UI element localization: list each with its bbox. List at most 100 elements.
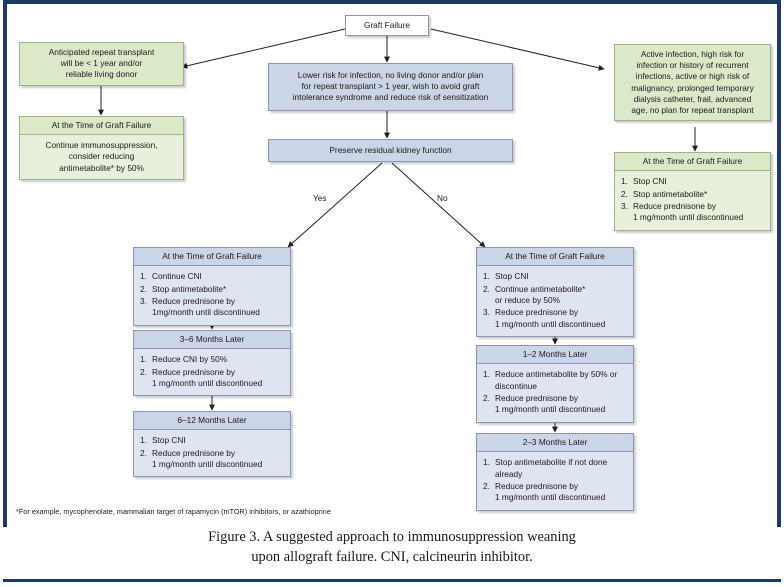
frame-border-right (777, 0, 781, 527)
step-text: Stop antimetabolite* (633, 188, 708, 199)
step-number: 1. (140, 354, 147, 365)
step-text-continued: 1 mg/month until discontinued (152, 459, 263, 470)
step-list: 1. Stop CNI 2. Continue antimetabolite*or r… (483, 271, 627, 330)
node-left-action-header: At the Time of Graft Failure (20, 117, 183, 136)
node-yes-followup-1-header: 3–6 Months Later (134, 331, 290, 350)
text-line: for repeat transplant > 1 year, wish to … (301, 81, 480, 92)
text-line: dialysis catheter, frail, advanced (633, 93, 752, 104)
text-line: Lower risk for infection, no living dono… (297, 70, 484, 80)
step-text: Stop CNI (152, 435, 186, 446)
flowchart-canvas: Graft Failure Anticipated repeat transpl… (7, 4, 777, 523)
node-yes-action-header: At the Time of Graft Failure (134, 248, 290, 267)
step-item: 1. Stop CNI (483, 271, 627, 282)
node-graft-failure[interactable]: Graft Failure (345, 15, 429, 37)
step-text-continued: discontinue (495, 380, 537, 391)
node-left-condition[interactable]: Anticipated repeat transplant will be < … (19, 42, 184, 86)
node-right-condition-text: Active infection, high risk for infectio… (615, 45, 770, 120)
step-text-continued: 1 mg/month until discontinued (633, 212, 744, 223)
step-text: Reduce prednisone by (152, 447, 236, 458)
node-left-action-body: Continue immunosuppression, consider red… (20, 135, 183, 179)
step-item: 1.Continue CNI (140, 271, 284, 282)
node-yes-followup-1[interactable]: 3–6 Months Later 1.Reduce CNI by 50% 2.Re… (133, 330, 291, 397)
step-text-continued: or reduce by 50% (495, 295, 561, 306)
node-graft-failure-label: Graft Failure (363, 20, 411, 30)
frame-border-top (3, 0, 781, 4)
step-number: 2. (483, 283, 490, 294)
step-number: 2. (483, 393, 490, 404)
figure-caption-line-2: upon allograft failure. CNI, calcineurin… (251, 548, 533, 565)
text-line: infection or history of recurrent (636, 60, 749, 71)
text-line: will be < 1 year and/or (60, 58, 143, 69)
step-text-continued: already (495, 468, 523, 479)
step-text: Reduce prednisone by (495, 481, 579, 492)
step-text: Stop antimetabolite* (152, 283, 227, 294)
step-item: 1.Stop CNI (140, 435, 284, 446)
node-no-followup-2[interactable]: 2–3 Months Later 1.Stop antimetabolite i… (476, 433, 634, 511)
step-text-continued: 1mg/month until discontinued (152, 307, 260, 318)
node-preserve-kidney-function[interactable]: Preserve residual kidney function (268, 139, 513, 163)
edge-label-yes: Yes (313, 193, 327, 203)
text-line: age, no plan for repeat transplant (631, 105, 754, 116)
step-number: 1. (483, 369, 490, 380)
node-yes-followup-1-body: 1.Reduce CNI by 50% 2.Reduce prednisone b… (134, 349, 290, 396)
step-list: 1.Reduce CNI by 50% 2.Reduce prednisone b… (140, 354, 284, 389)
step-number: 1. (483, 271, 490, 282)
text-line: antimetabolite* by 50% (59, 162, 144, 173)
text-line: Active infection, high risk for (640, 49, 745, 59)
edge-root-to-left (181, 28, 346, 69)
edge-label-no: No (437, 193, 448, 203)
node-center-condition[interactable]: Lower risk for infection, no living dono… (268, 63, 513, 111)
step-text: Reduce prednisone by (495, 393, 579, 404)
text-line: Anticipated repeat transplant (48, 47, 155, 57)
text-line: consider reducing (68, 151, 135, 162)
step-text: Reduce prednisone by (633, 201, 717, 212)
step-number: 3. (483, 307, 490, 318)
step-text: Stop CNI (495, 271, 529, 282)
step-text-continued: 1 mg/month until discontinued (495, 404, 606, 415)
step-text: Reduce antimetabolite by 50% or (495, 369, 618, 380)
step-text-continued: 1 mg/month until discontinued (152, 378, 263, 389)
step-number: 2. (621, 188, 628, 199)
node-no-followup-1-header: 1–2 Months Later (477, 346, 633, 365)
node-left-action[interactable]: At the Time of Graft Failure Continue im… (19, 116, 184, 180)
step-text-continued: 1 mg/month until discontinued (495, 318, 606, 329)
step-item: 1.Reduce CNI by 50% (140, 354, 284, 365)
figure-caption-line-1: Figure 3. A suggested approach to immuno… (208, 529, 576, 545)
step-number: 2. (140, 283, 147, 294)
step-number: 3. (621, 201, 628, 212)
node-right-condition[interactable]: Active infection, high risk for infectio… (614, 44, 771, 122)
step-text: Continue CNI (152, 271, 202, 282)
step-text-continued: 1 mg/month until discontinued (495, 492, 606, 503)
text-line: infections, active or high risk of (635, 71, 750, 82)
node-no-followup-1[interactable]: 1–2 Months Later 1. Reduce antimetabolite… (476, 345, 634, 423)
step-list: 1. Stop CNI 2. Stop antimetabolite* 3. Reduce… (621, 176, 764, 224)
step-number: 2. (140, 447, 147, 458)
step-number: 3. (140, 296, 147, 307)
node-center-condition-text: Lower risk for infection, no living dono… (269, 64, 512, 110)
step-item: 1. Stop CNI (621, 176, 764, 187)
step-number: 1. (621, 176, 628, 187)
step-text: Stop CNI (633, 176, 667, 187)
node-preserve-kidney-function-label: Preserve residual kidney function (329, 145, 452, 155)
node-left-condition-text: Anticipated repeat transplant will be < … (20, 43, 183, 85)
node-yes-action[interactable]: At the Time of Graft Failure 1.Continue … (133, 247, 291, 326)
step-text: Continue antimetabolite* (495, 283, 586, 294)
step-item: 2. Continue antimetabolite*or reduce by 5… (483, 284, 627, 307)
step-text: Stop antimetabolite if not done (495, 457, 608, 468)
figure-caption: Figure 3. A suggested approach to immuno… (0, 528, 784, 567)
